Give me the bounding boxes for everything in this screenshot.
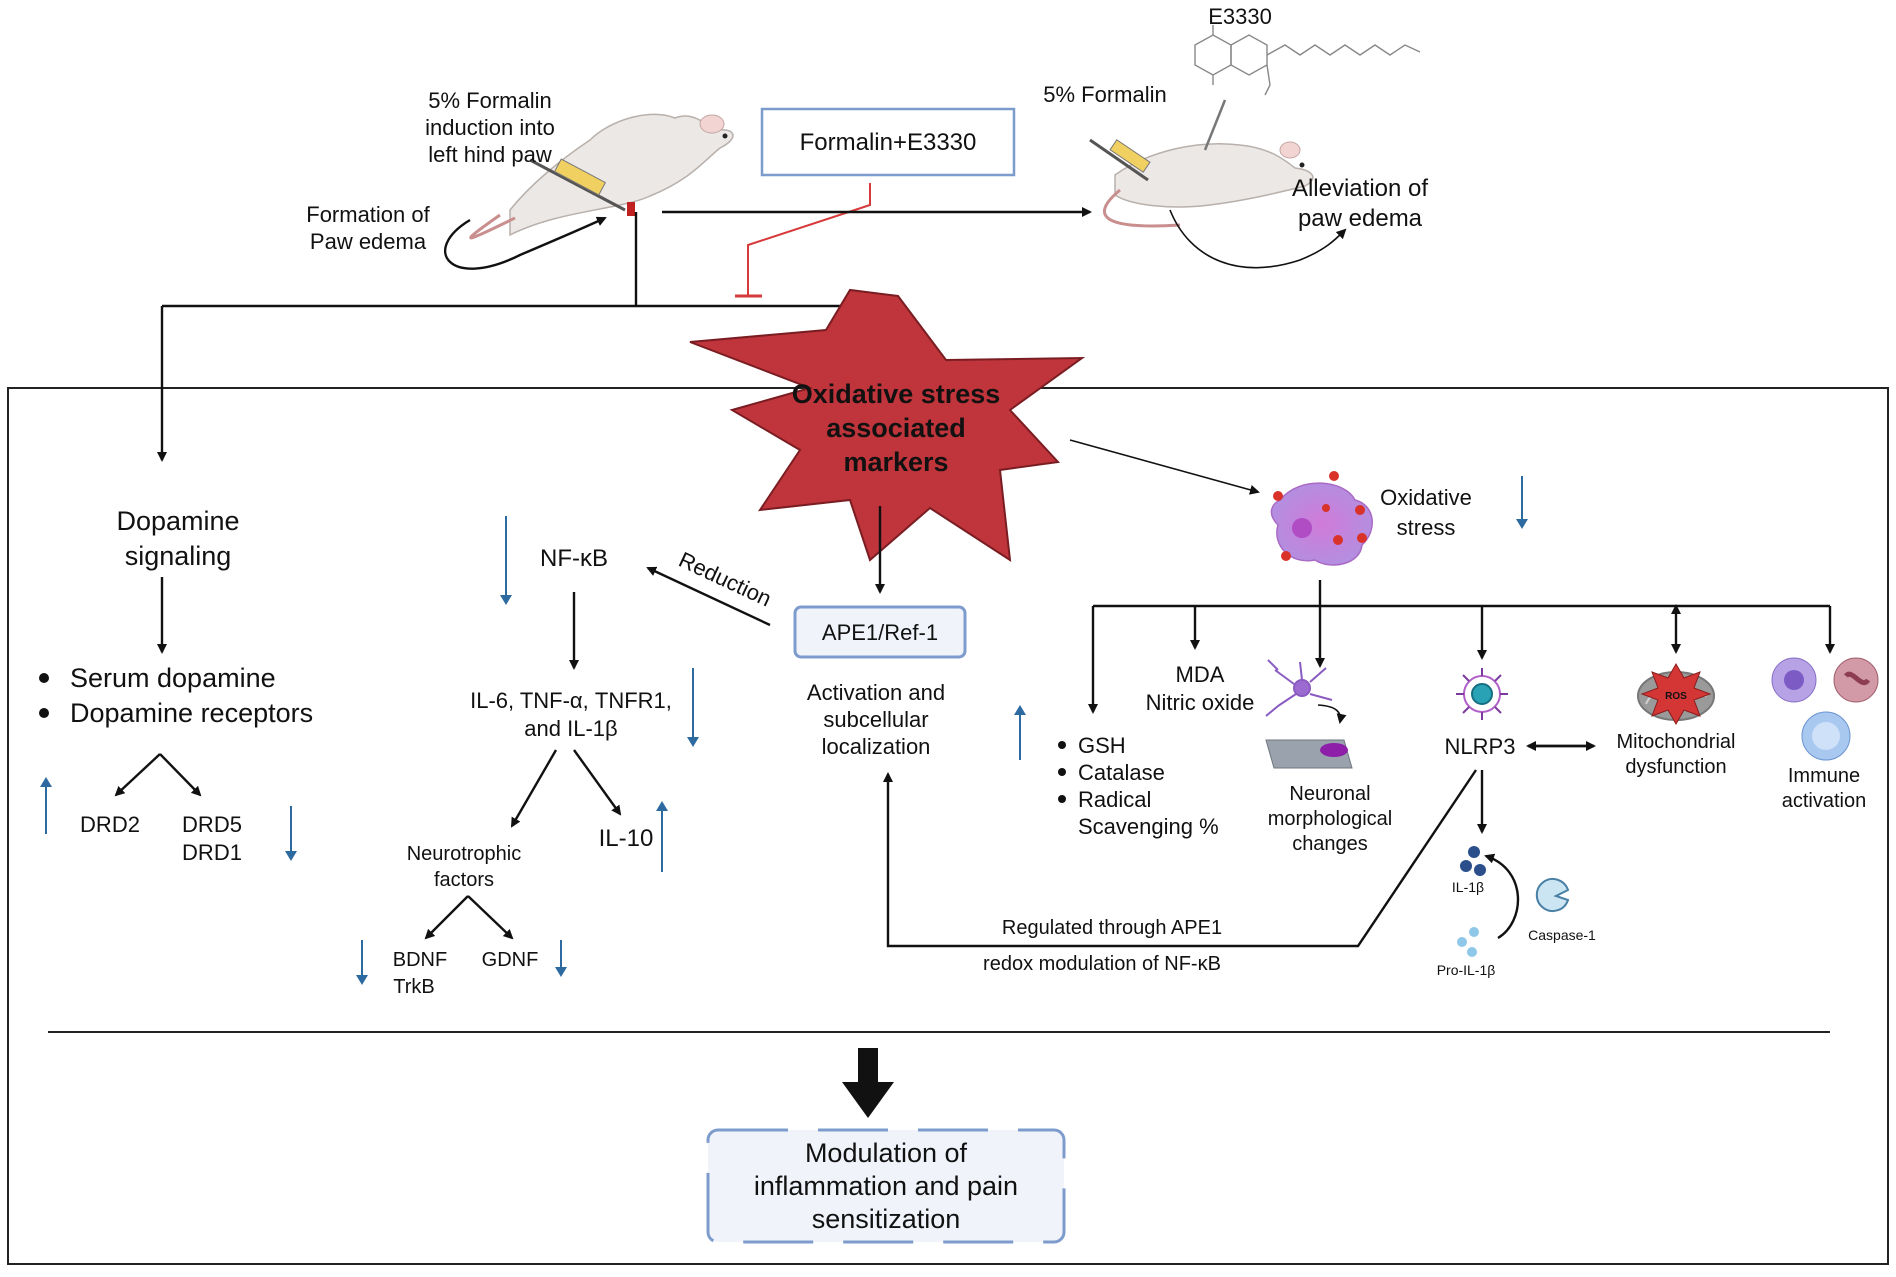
drd2-label: DRD2 — [80, 812, 140, 837]
activation-line-1: Activation and — [807, 680, 945, 705]
immune-line-1: Immune — [1788, 765, 1860, 787]
neuron-to-slide-arrow — [1317, 704, 1347, 724]
mda-label: MDA — [1176, 662, 1225, 687]
ape1-box — [793, 605, 967, 659]
neuron-icon — [1265, 659, 1333, 717]
caspase-label: Caspase-1 — [1528, 927, 1596, 943]
alleviation-line-2: paw edema — [1298, 205, 1423, 232]
neuronal-line-2: morphological — [1268, 808, 1393, 830]
formalin-label-line-3: left hind paw — [428, 142, 552, 167]
mito-line-1: Mitochondrial — [1617, 731, 1736, 753]
regulated-line-1: Regulated through APE1 — [1002, 917, 1222, 939]
immune-line-2: activation — [1782, 790, 1867, 812]
bullet-dot — [1058, 768, 1066, 776]
e3330-structure-icon — [1194, 25, 1421, 96]
bullet-dot — [39, 708, 49, 718]
inhibit-line — [747, 183, 871, 295]
outcome-box — [706, 1128, 1066, 1244]
e3330-label: E3330 — [1208, 4, 1272, 29]
activation-line-2: subcellular — [823, 707, 928, 732]
stressed-cell-icon — [1270, 471, 1373, 566]
mouse-left-illustration — [469, 113, 734, 240]
oxstress-title-line-1: Oxidative — [1380, 485, 1472, 510]
edema-label-line-2: Paw edema — [310, 229, 427, 254]
cytokines-line-1: IL-6, TNF-α, TNFR1, — [470, 688, 672, 713]
regulated-line-2: redox modulation of NF-κB — [983, 953, 1221, 975]
star-label-line-1: Oxidative stress — [792, 379, 1001, 409]
antioxidant-4: Scavenging % — [1078, 814, 1219, 839]
ros-label: ROS — [1665, 691, 1687, 702]
star-label-line-3: markers — [843, 447, 948, 477]
syringe-right-icon — [1089, 99, 1227, 182]
outcome-line-2: inflammation and pain — [754, 1171, 1018, 1201]
nlrp3-icon — [1456, 668, 1508, 720]
pro-il1b-dots-icon — [1457, 927, 1479, 957]
slide-icon — [1265, 739, 1353, 769]
nfkb-label: NF-κB — [540, 545, 608, 572]
regulated-feedback-arrow — [883, 769, 1477, 948]
edema-label-line-1: Formation of — [306, 202, 430, 227]
arrow-star-to-oxstress — [1069, 439, 1260, 495]
arrow-to-il10 — [573, 749, 622, 816]
syringe-left-icon — [529, 158, 626, 212]
outcome-line-1: Modulation of — [805, 1138, 968, 1168]
neuronal-line-1: Neuronal — [1289, 783, 1370, 805]
activation-line-3: localization — [822, 734, 931, 759]
il1b-label: IL-1β — [1452, 879, 1484, 895]
bullet-dot — [39, 673, 49, 683]
formalin-2-label: 5% Formalin — [1043, 82, 1166, 107]
dopamine-title-line-1: Dopamine — [116, 506, 239, 536]
arrow-to-gdnf — [467, 895, 514, 940]
antioxidant-2: Catalase — [1078, 760, 1165, 785]
ape1-label: APE1/Ref-1 — [822, 620, 938, 645]
antioxidant-1: GSH — [1078, 733, 1126, 758]
mito-line-2: dysfunction — [1625, 756, 1726, 778]
oxstress-title-line-2: stress — [1397, 515, 1456, 540]
gdnf-label: GDNF — [482, 949, 539, 971]
combo-box-label: Formalin+E3330 — [800, 129, 977, 156]
neuro-line-2: factors — [434, 869, 494, 891]
il10-label: IL-10 — [599, 825, 654, 852]
edema-curved-arrow — [444, 216, 607, 270]
reduction-arrow — [646, 566, 771, 627]
dopamine-bullet-1: Serum dopamine — [70, 663, 276, 693]
cytokines-line-2: and IL-1β — [524, 716, 617, 741]
reduction-label: Reduction — [675, 547, 775, 612]
arrow-to-drd5 — [159, 753, 202, 797]
bdnf-label: BDNF — [393, 949, 447, 971]
outcome-line-3: sensitization — [812, 1204, 961, 1234]
pro-il1b-label: Pro-IL-1β — [1437, 962, 1496, 978]
dopamine-title-line-2: signaling — [125, 541, 232, 571]
trkb-label: TrkB — [393, 976, 434, 998]
nitric-oxide-label: Nitric oxide — [1146, 690, 1255, 715]
bullet-dot — [1058, 795, 1066, 803]
caspase-pacman-icon — [1535, 878, 1570, 912]
star-label-line-2: associated — [826, 413, 966, 443]
arrow-to-bdnf — [424, 895, 469, 940]
neuronal-line-3: changes — [1292, 833, 1368, 855]
nlrp3-label: NLRP3 — [1445, 734, 1516, 759]
alleviation-line-1: Alleviation of — [1292, 175, 1428, 202]
mitochondrion-icon: ROS — [1637, 662, 1715, 726]
dopamine-bullet-2: Dopamine receptors — [70, 698, 313, 728]
arrow-to-drd2 — [114, 753, 161, 797]
antioxidant-3: Radical — [1078, 787, 1151, 812]
bullet-dot — [1058, 741, 1066, 749]
drd5-label: DRD5 — [182, 812, 242, 837]
arrow-to-neuro — [510, 749, 558, 828]
formalin-label-line-1: 5% Formalin — [428, 88, 551, 113]
drd1-label: DRD1 — [182, 840, 242, 865]
neuro-line-1: Neurotrophic — [407, 843, 522, 865]
immune-cells-icon — [1771, 657, 1879, 761]
down-thick-arrow-icon — [842, 1048, 894, 1118]
formalin-label-line-2: induction into — [425, 115, 555, 140]
alleviation-curved-arrow — [1169, 209, 1347, 269]
combo-box — [760, 107, 1016, 177]
caspase-curved-arrow — [1484, 853, 1520, 940]
oxidative-stress-star — [689, 288, 1086, 562]
il1b-dots-icon — [1460, 846, 1486, 876]
